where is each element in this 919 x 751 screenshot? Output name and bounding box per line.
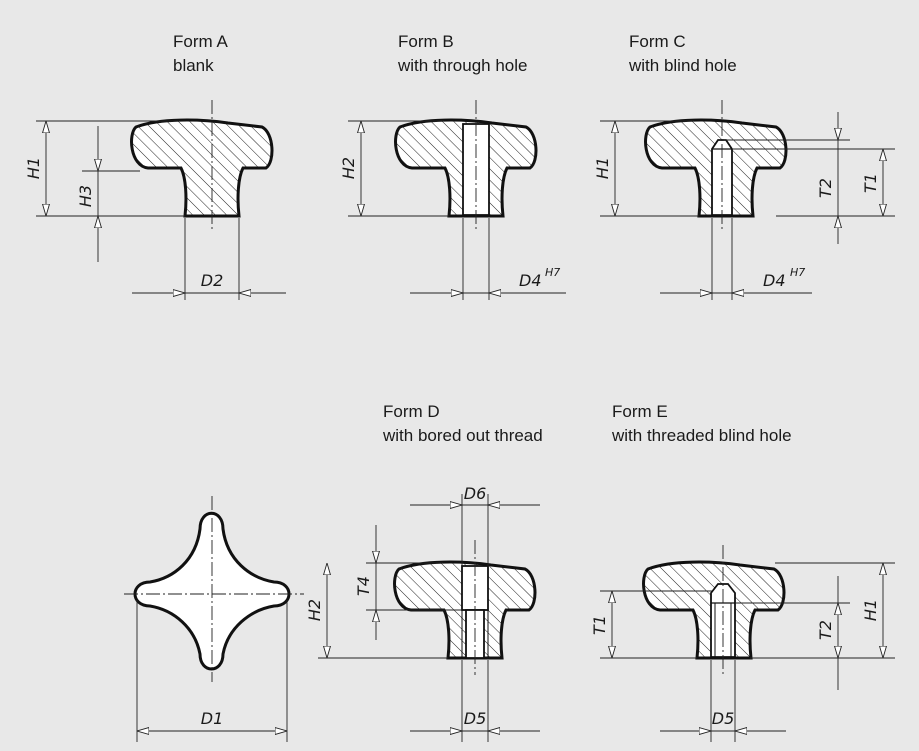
top-view-centerlines xyxy=(124,496,304,682)
form-e-drawing: T1 T2 H1 D5 xyxy=(590,545,895,742)
form-a-title: Form A xyxy=(173,32,228,51)
form-b-desc: with through hole xyxy=(398,56,528,75)
form-d-d6-label: D6 xyxy=(464,484,487,503)
form-c-desc: with blind hole xyxy=(629,56,737,75)
form-d-desc: with bored out thread xyxy=(383,426,543,445)
form-a-extension-lines xyxy=(36,120,240,300)
form-c-d4-label: D4 xyxy=(763,271,786,290)
form-b-d4-label: D4 xyxy=(519,271,542,290)
form-a-drawing: H1 H3 D2 xyxy=(24,100,286,300)
top-view-extension-lines xyxy=(136,600,288,742)
form-d-drawing: D6 T4 H2 D5 xyxy=(305,484,540,742)
form-e-h1-label: H1 xyxy=(861,599,880,621)
form-c-t2-label: T2 xyxy=(816,178,835,198)
caption-form-c: Form C with blind hole xyxy=(629,30,737,78)
form-b-drawing: H2 D4 H7 xyxy=(339,100,566,300)
form-a-knob-section xyxy=(130,118,274,218)
top-view-drawing: D1 xyxy=(124,496,304,742)
form-c-t1-label: T1 xyxy=(861,173,880,193)
caption-form-b: Form B with through hole xyxy=(398,30,527,78)
form-a-d2-label: D2 xyxy=(201,271,224,290)
form-c-drawing: H1 T2 T1 D4 H7 xyxy=(593,100,895,300)
form-a-desc: blank xyxy=(173,56,214,75)
form-d-t4-label: T4 xyxy=(354,576,373,596)
form-e-t1-label: T1 xyxy=(590,615,609,635)
form-e-desc: with threaded blind hole xyxy=(612,426,792,445)
form-a-h1-label: H1 xyxy=(24,157,43,179)
caption-form-a: Form A blank xyxy=(173,30,228,78)
form-b-title: Form B xyxy=(398,32,454,51)
form-d-h2-label: H2 xyxy=(305,599,324,621)
form-c-d4-tolerance: H7 xyxy=(790,266,805,279)
form-c-h1-label: H1 xyxy=(593,157,612,179)
form-b-d4-tolerance: H7 xyxy=(545,266,560,279)
form-a-h3-label: H3 xyxy=(76,185,95,207)
form-e-title: Form E xyxy=(612,402,668,421)
caption-form-e: Form E with threaded blind hole xyxy=(612,400,792,448)
form-e-d5-label: D5 xyxy=(712,709,735,728)
form-d-extension-lines xyxy=(318,494,489,742)
form-e-t2-label: T2 xyxy=(816,620,835,640)
form-d-d5-label: D5 xyxy=(464,709,487,728)
form-d-title: Form D xyxy=(383,402,440,421)
top-view-d1-label: D1 xyxy=(201,709,224,728)
form-c-title: Form C xyxy=(629,32,686,51)
form-b-h2-label: H2 xyxy=(339,157,358,179)
caption-form-d: Form D with bored out thread xyxy=(383,400,543,448)
form-b-extension-lines xyxy=(348,120,490,300)
